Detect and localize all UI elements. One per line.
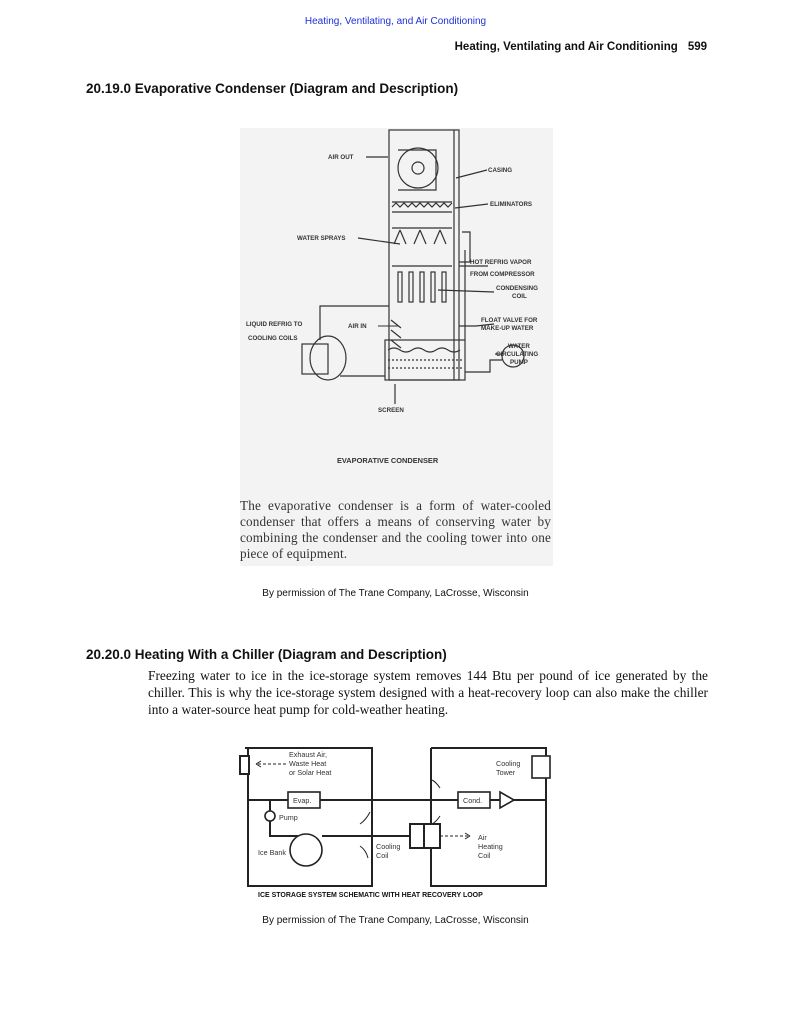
label-ice-bank: Ice Bank — [258, 848, 286, 857]
condensing-coil-icon — [392, 265, 452, 303]
label-cooling-coil-line1: Cooling — [376, 842, 400, 851]
pump-icon — [264, 810, 276, 822]
credit-line-2: By permission of The Trane Company, LaCr… — [262, 915, 529, 926]
label-float-line1: FLOAT VALVE FOR — [481, 317, 538, 324]
label-exhaust-line2: Waste Heat — [289, 759, 326, 768]
page-number: 599 — [687, 41, 707, 53]
cond-pump-icon — [499, 790, 516, 810]
label-exhaust-line1: Exhaust Air, — [289, 750, 327, 759]
label-hot-vapor-line1: HOT REFRIG VAPOR — [470, 259, 532, 266]
label-evap: Evap. — [293, 796, 311, 805]
sump-basin — [384, 339, 466, 381]
section-heading-evaporative-condenser: 20.19.0 Evaporative Condenser (Diagram a… — [86, 81, 459, 96]
cooling-tower-icon — [531, 755, 551, 779]
label-pump-line3: PUMP — [510, 359, 528, 366]
cond-box — [457, 791, 491, 809]
label-air-in: AIR IN — [348, 323, 367, 330]
circulating-pump-icon — [501, 344, 525, 368]
label-air: Air — [478, 833, 487, 842]
figure-title-evaporative-condenser: EVAPORATIVE CONDENSER — [337, 456, 439, 465]
label-cooling-tower-line1: Cooling — [496, 759, 520, 768]
label-pump: Pump — [279, 813, 298, 822]
fan-icon — [397, 147, 439, 189]
receiver-tank-icon — [309, 335, 347, 381]
label-float-line2: MAKE-UP WATER — [481, 325, 534, 332]
label-water-sprays: WATER SPRAYS — [297, 235, 345, 242]
label-pump-line2: CIRCULATING — [496, 351, 538, 358]
label-screen: SCREEN — [378, 407, 404, 414]
label-cooling-coil-line2: Coil — [376, 851, 389, 860]
label-air-out: AIR OUT — [328, 154, 354, 161]
running-header-link[interactable]: Heating, Ventilating, and Air Conditioni… — [304, 16, 487, 27]
label-pump-line1: WATER — [508, 343, 530, 350]
evaporative-condenser-figure — [240, 128, 553, 566]
evap-box — [287, 791, 321, 809]
label-condensing-line2: COIL — [512, 293, 527, 300]
label-eliminators: ELIMINATORS — [490, 201, 532, 208]
figure-caption-evaporative-condenser: The evaporative condenser is a form of w… — [240, 498, 551, 561]
running-header: Heating, Ventilating and Air Conditionin… — [455, 41, 707, 53]
label-hot-vapor-line2: FROM COMPRESSOR — [470, 271, 535, 278]
eliminators-icon — [391, 201, 453, 213]
section-heading-heating-chiller: 20.20.0 Heating With a Chiller (Diagram … — [86, 647, 447, 662]
label-heating-line2: Coil — [478, 851, 491, 860]
label-exhaust-line3: or Solar Heat — [289, 768, 331, 777]
exhaust-coil-icon — [239, 755, 250, 775]
label-cooling-tower-line2: Tower — [496, 768, 516, 777]
ice-bank-icon — [289, 833, 323, 867]
running-header-title: Heating, Ventilating and Air Conditionin… — [454, 41, 678, 53]
label-liquid-line2: COOLING COILS — [248, 335, 298, 342]
figure-title-ice-storage: ICE STORAGE SYSTEM SCHEMATIC WITH HEAT R… — [258, 892, 483, 899]
label-heating-line1: Heating — [478, 842, 503, 851]
label-liquid-line1: LIQUID REFRIG TO — [246, 321, 302, 328]
credit-line-1: By permission of The Trane Company, LaCr… — [262, 588, 529, 599]
paragraph-heating-chiller: Freezing water to ice in the ice-storage… — [148, 668, 708, 717]
label-condensing-line1: CONDENSING — [496, 285, 538, 292]
label-casing: CASING — [488, 167, 512, 174]
water-spray-icon — [393, 229, 447, 245]
label-cond: Cond. — [463, 796, 482, 805]
